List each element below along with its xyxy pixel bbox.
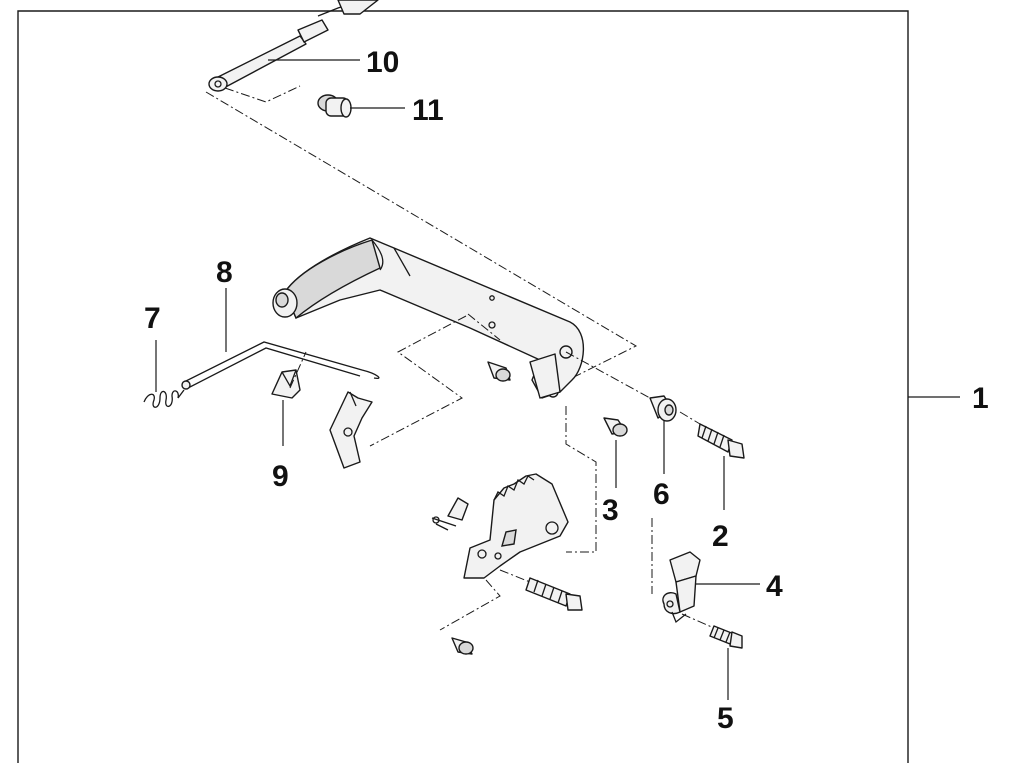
assembly-line-lever-pawl [369, 313, 501, 447]
callout-1: 1 [972, 382, 989, 415]
assembly-line-pivot [565, 351, 701, 425]
callout-3: 3 [602, 494, 619, 527]
callout-11: 11 [412, 94, 444, 127]
bottom-nut-part [451, 637, 474, 655]
assembly-line-3 [565, 406, 597, 553]
push-clip-part [271, 369, 301, 399]
release-rod-part [181, 341, 380, 390]
ratchet-sector-part [463, 473, 569, 579]
cable-rod-part [208, 0, 379, 92]
spring-part [143, 389, 185, 408]
assembly-line-5 [681, 613, 715, 629]
callout-5: 5 [717, 702, 734, 735]
screw-5-part [709, 625, 743, 649]
callout-6: 6 [653, 478, 670, 511]
assembly-frame [17, 10, 909, 763]
bolt-2-part [697, 423, 745, 459]
assembly-line-cable [205, 85, 638, 379]
callout-9: 9 [272, 460, 289, 493]
assembly-line-ratchet [439, 569, 531, 631]
hand-brake-lever [272, 237, 585, 399]
callout-2: 2 [712, 520, 729, 553]
switch-part [662, 551, 701, 624]
callout-10: 10 [366, 46, 399, 79]
callout-4: 4 [766, 570, 783, 603]
ratchet-bolt-part [525, 577, 583, 611]
ratchet-clip-part [431, 497, 469, 531]
collar-part [649, 395, 677, 422]
assembly-line-clip [289, 351, 307, 389]
cable-retainer-part [317, 94, 352, 118]
callout-8: 8 [216, 256, 233, 289]
pawl-part [329, 391, 373, 469]
bolt-3-part [603, 417, 628, 437]
lever-pin-part [487, 361, 511, 382]
callout-7: 7 [144, 302, 161, 335]
